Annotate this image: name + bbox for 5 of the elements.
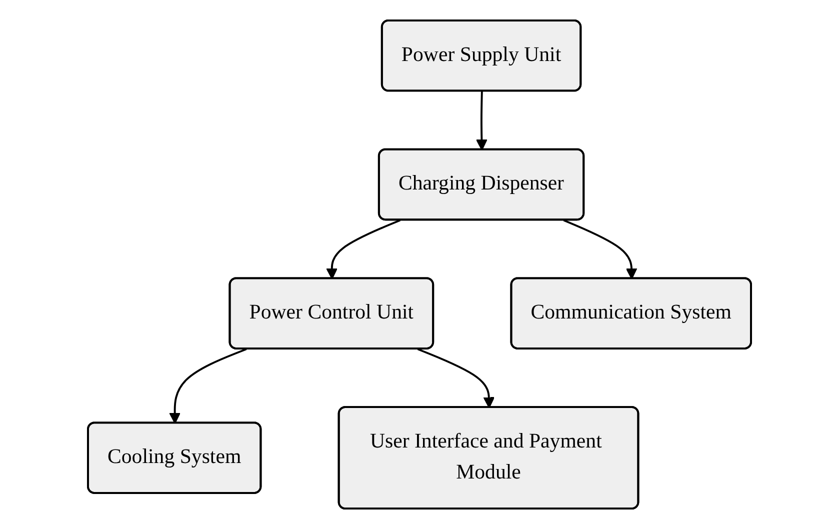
arrow: [169, 348, 247, 424]
arrow: [476, 91, 488, 150]
arrow: [563, 219, 638, 280]
arrow: [326, 219, 401, 280]
arrow: [417, 348, 495, 408]
